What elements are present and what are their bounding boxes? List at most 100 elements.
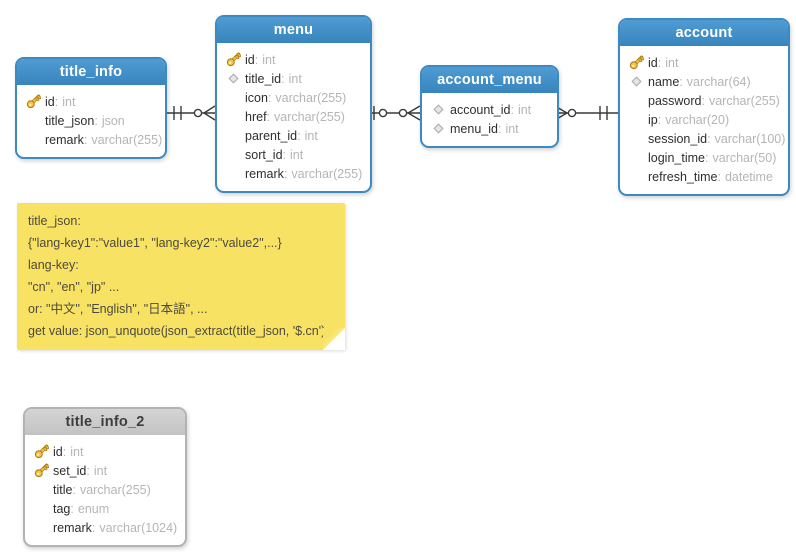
column-name: password [648, 93, 702, 108]
column-row: sort_id:int [225, 145, 362, 164]
column-type: datetime [724, 169, 773, 184]
note-line: lang-key: [28, 258, 79, 272]
primary-key-icon [25, 94, 41, 109]
column-name: id [45, 94, 55, 109]
column-row: name:varchar(64) [628, 72, 780, 91]
icon-placeholder [225, 166, 241, 181]
table-columns: id:int set_id:int title:varchar(255) tag… [25, 436, 185, 545]
table-header: account_menu [422, 67, 557, 94]
column-type: varchar(20) [665, 112, 730, 127]
table-account[interactable]: account id:int name:varchar(64) password… [618, 18, 790, 196]
column-row: parent_id:int [225, 126, 362, 145]
column-row: login_time:varchar(50) [628, 148, 780, 167]
table-header: title_info_2 [25, 409, 185, 436]
table-columns: id:int title_id:int icon:varchar(255) hr… [217, 44, 370, 191]
column-row: ip:varchar(20) [628, 110, 780, 129]
table-header: title_info [17, 59, 165, 86]
column-colon: : [510, 102, 514, 117]
column-type: enum [77, 501, 110, 516]
relationship-title_info-menu[interactable] [163, 105, 216, 121]
column-colon: : [70, 501, 74, 516]
column-colon: : [679, 74, 683, 89]
icon-placeholder [225, 147, 241, 162]
note-line: title_json: [28, 214, 81, 228]
note-line: "cn", "en", "jp" ... [28, 280, 120, 294]
column-colon: : [254, 52, 259, 67]
column-name: id [648, 55, 658, 70]
icon-placeholder [225, 128, 241, 143]
column-type: varchar(50) [712, 150, 777, 165]
column-type: int [262, 52, 276, 67]
table-columns: id:int title_json:json remark:varchar(25… [17, 86, 165, 157]
primary-key-icon [225, 52, 241, 67]
column-name: title [53, 482, 73, 497]
table-header: menu [217, 17, 370, 44]
column-name: title_id [245, 71, 282, 86]
column-colon: : [54, 94, 59, 109]
table-account_menu[interactable]: account_menu account_id:int menu_id:int [420, 65, 559, 148]
foreign-key-diamond-icon [225, 71, 241, 86]
column-name: sort_id [245, 147, 283, 162]
relationship-menu-account_menu[interactable] [368, 105, 421, 121]
column-row: title_id:int [225, 69, 362, 88]
column-name: login_time [648, 150, 705, 165]
foreign-key-diamond-icon [430, 102, 446, 117]
column-colon: : [707, 131, 711, 146]
column-type: varchar(100) [714, 131, 786, 146]
column-colon: : [281, 71, 285, 86]
column-type: varchar(1024) [99, 520, 178, 535]
column-row: account_id:int [430, 100, 549, 119]
column-type: int [290, 147, 304, 162]
icon-placeholder [628, 131, 644, 146]
icon-placeholder [628, 112, 644, 127]
column-colon: : [283, 166, 288, 181]
column-type: varchar(64) [686, 74, 751, 89]
column-type: varchar(255) [291, 166, 363, 181]
column-colon: : [657, 55, 662, 70]
icon-placeholder [225, 90, 241, 105]
icon-placeholder [225, 109, 241, 124]
column-row: menu_id:int [430, 119, 549, 138]
column-type: varchar(255) [91, 132, 163, 147]
column-name: menu_id [450, 121, 498, 136]
column-colon: : [701, 93, 705, 108]
column-name: parent_id [245, 128, 298, 143]
icon-placeholder [25, 132, 41, 147]
column-colon: : [83, 132, 88, 147]
column-colon: : [297, 128, 301, 143]
column-colon: : [717, 169, 721, 184]
column-name: id [53, 444, 63, 459]
note-line: get value: json_unquote(json_extract(tit… [28, 324, 326, 338]
column-row: remark:varchar(255) [225, 164, 362, 183]
column-type: int [288, 71, 302, 86]
column-colon: : [86, 463, 90, 478]
table-title_info[interactable]: title_info id:int title_json:json remark… [15, 57, 167, 159]
table-columns: account_id:int menu_id:int [422, 94, 557, 146]
table-title_info_2[interactable]: title_info_2 id:int set_id:int title:var… [23, 407, 187, 547]
column-type: int [93, 463, 108, 478]
column-type: varchar(255) [708, 93, 780, 108]
column-name: account_id [450, 102, 511, 117]
table-menu[interactable]: menu id:int title_id:int icon:varchar(25… [215, 15, 372, 193]
column-row: icon:varchar(255) [225, 88, 362, 107]
primary-key-icon [628, 55, 644, 70]
column-colon: : [704, 150, 709, 165]
sticky-note-content: title_json: {"lang-key1":"value1", "lang… [17, 203, 345, 338]
sticky-note[interactable]: title_json: {"lang-key1":"value1", "lang… [17, 203, 345, 350]
column-name: id [245, 52, 255, 67]
column-type: varchar(255) [79, 482, 151, 497]
column-name: ip [648, 112, 658, 127]
note-line: {"lang-key1":"value1", "lang-key2":"valu… [28, 236, 282, 250]
column-type: int [62, 94, 76, 109]
column-name: remark [45, 132, 84, 147]
primary-key-icon [33, 444, 49, 459]
column-row: password:varchar(255) [628, 91, 780, 110]
column-colon: : [657, 112, 662, 127]
column-type: json [101, 113, 125, 128]
column-type: varchar(255) [274, 109, 345, 124]
column-name: name [648, 74, 680, 89]
column-colon: : [94, 113, 98, 128]
column-row: title:varchar(255) [33, 480, 177, 499]
relationship-account_menu-account[interactable] [554, 105, 618, 121]
